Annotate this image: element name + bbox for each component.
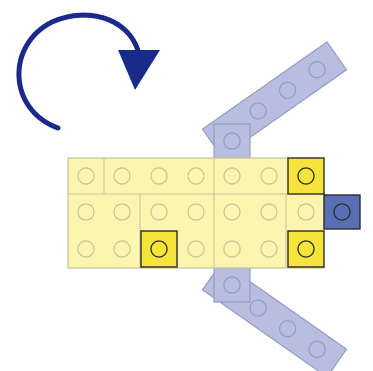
stud-icon [260, 167, 278, 185]
stud-icon [223, 132, 241, 150]
stud-icon [77, 167, 95, 185]
stud-icon [113, 203, 131, 221]
stud-icon [297, 203, 315, 221]
stud-icon [187, 240, 205, 258]
bottom-connector-brick [213, 267, 251, 303]
stud-icon [297, 167, 315, 185]
highlight-brick-bottom-right [287, 230, 325, 268]
main-yellow-plate [67, 157, 325, 269]
stud-icon [77, 203, 95, 221]
stud-icon [333, 203, 351, 221]
highlight-brick-top-right [287, 157, 325, 195]
stud-icon [187, 203, 205, 221]
stud-icon [249, 299, 267, 317]
stud-icon [308, 340, 326, 358]
stud-icon [77, 240, 95, 258]
stud-icon [308, 61, 326, 79]
stud-icon [279, 81, 297, 99]
stud-icon [279, 320, 297, 338]
blue-brick [323, 194, 361, 230]
stud-icon [223, 203, 241, 221]
stud-icon [113, 167, 131, 185]
upper-arm-studs [249, 61, 326, 120]
stud-icon [150, 167, 168, 185]
stud-icon [249, 102, 267, 120]
rotation-arrow-icon [16, 12, 160, 131]
stud-icon [223, 276, 241, 294]
highlight-brick-bottom-left [140, 230, 178, 268]
stud-icon [113, 240, 131, 258]
stud-icon [150, 240, 168, 258]
stud-icon [150, 203, 168, 221]
stud-icon [187, 167, 205, 185]
stud-icon [223, 240, 241, 258]
stud-icon [223, 167, 241, 185]
stud-icon [260, 203, 278, 221]
lower-arm-studs [249, 299, 326, 358]
stud-icon [297, 240, 315, 258]
stud-icon [260, 240, 278, 258]
main-plate-studs [77, 167, 315, 258]
top-connector-brick [213, 123, 251, 159]
